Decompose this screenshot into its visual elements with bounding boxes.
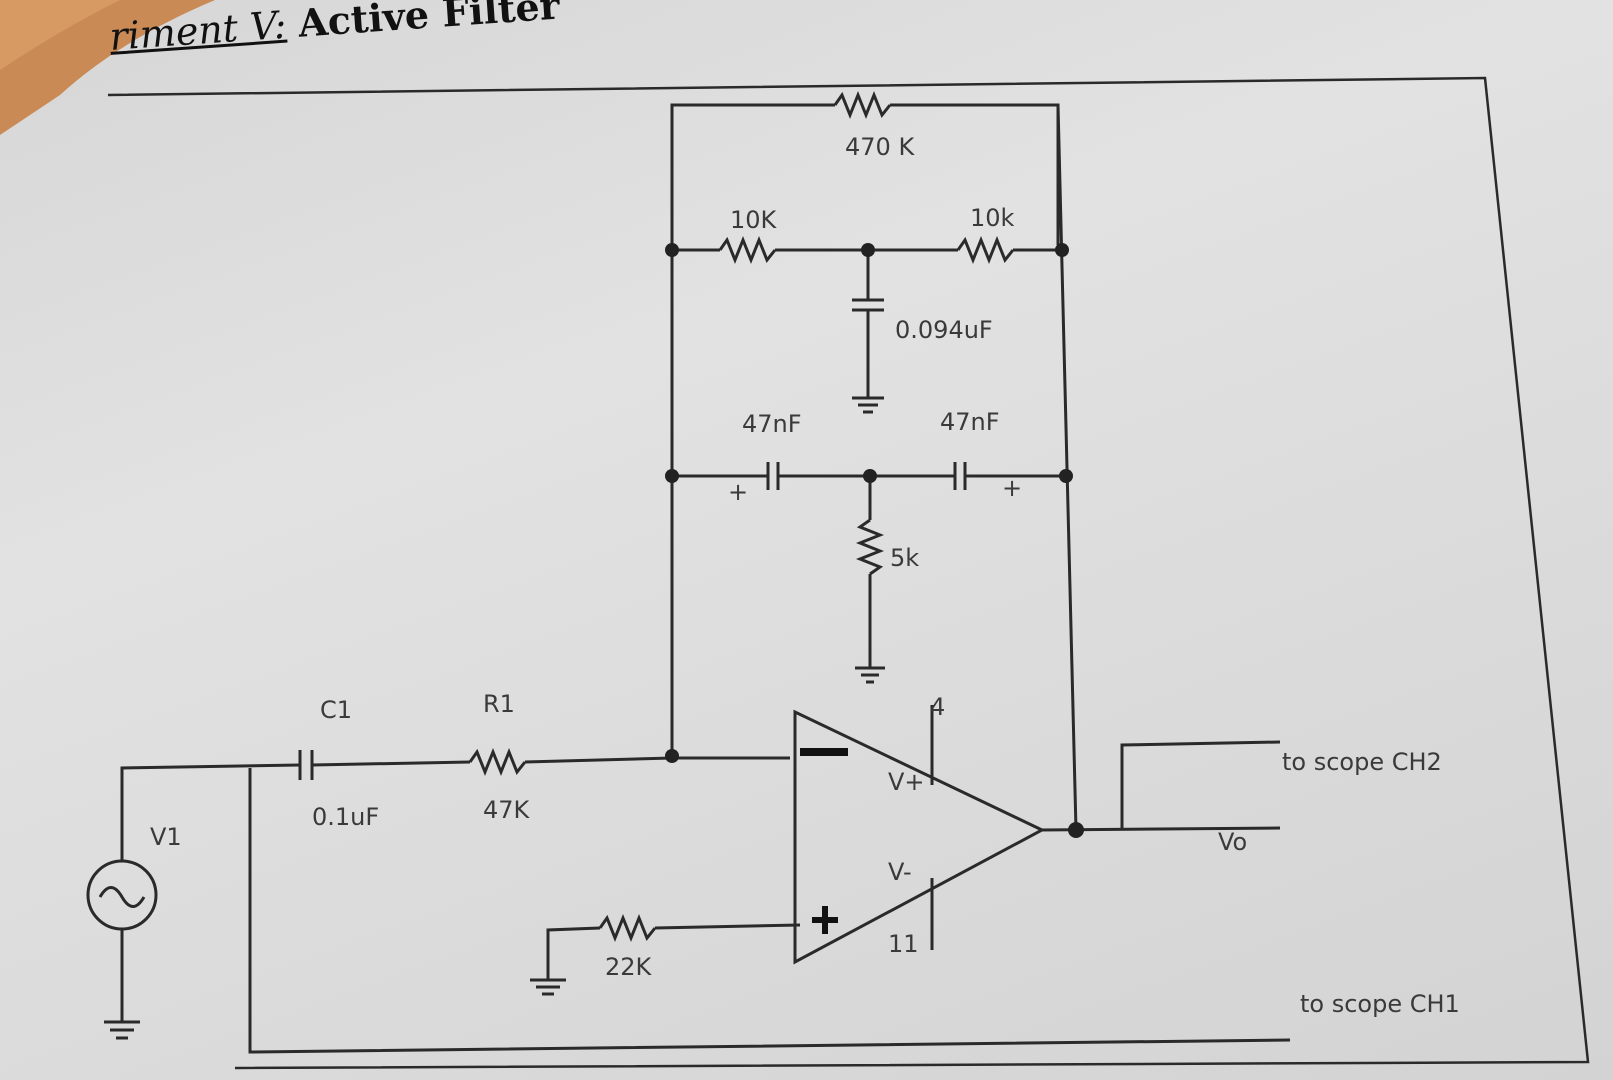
scope-ch2-label: to scope CH2	[1282, 748, 1442, 776]
frame-border	[107, 76, 1590, 1070]
c-t-left-plus: +	[728, 478, 748, 506]
output-label: Vo	[1218, 828, 1247, 856]
r-t-left-label: 10K	[730, 206, 778, 234]
c1-name-label: C1	[320, 696, 352, 724]
source-name-label: V1	[150, 823, 182, 851]
vminus-label: V-	[888, 858, 912, 886]
r-feedback-label: 470 K	[845, 133, 915, 161]
twin-t-capacitors	[672, 462, 1066, 490]
vplus-label: V+	[888, 768, 925, 796]
pin-top-label: 4	[930, 693, 945, 721]
input-network	[120, 747, 1291, 1054]
r1-name-label: R1	[483, 690, 515, 718]
twin-t-center-cap	[852, 250, 884, 414]
scope-ch1-label: to scope CH1	[1300, 990, 1460, 1018]
c-t-left-label: 47nF	[742, 410, 802, 438]
right-rail	[1056, 104, 1078, 831]
c-t-right-label: 47nF	[940, 408, 1000, 436]
c-t-center-label: 0.094uF	[895, 316, 993, 344]
c1-value-label: 0.1uF	[312, 803, 379, 831]
junction-dots	[665, 243, 1084, 838]
r-t-right-label: 10k	[970, 204, 1015, 232]
r1-value-label: 47K	[483, 796, 531, 824]
r-bias-label: 22K	[605, 953, 653, 981]
twin-t-center-resistor	[855, 476, 885, 684]
source-v1	[86, 859, 158, 1040]
bias-resistor	[530, 913, 801, 996]
c-t-right-plus: +	[1002, 474, 1022, 502]
pin-bottom-label: 11	[888, 930, 919, 958]
r-t-center-label: 5k	[890, 544, 919, 572]
op-amp	[793, 705, 1281, 965]
